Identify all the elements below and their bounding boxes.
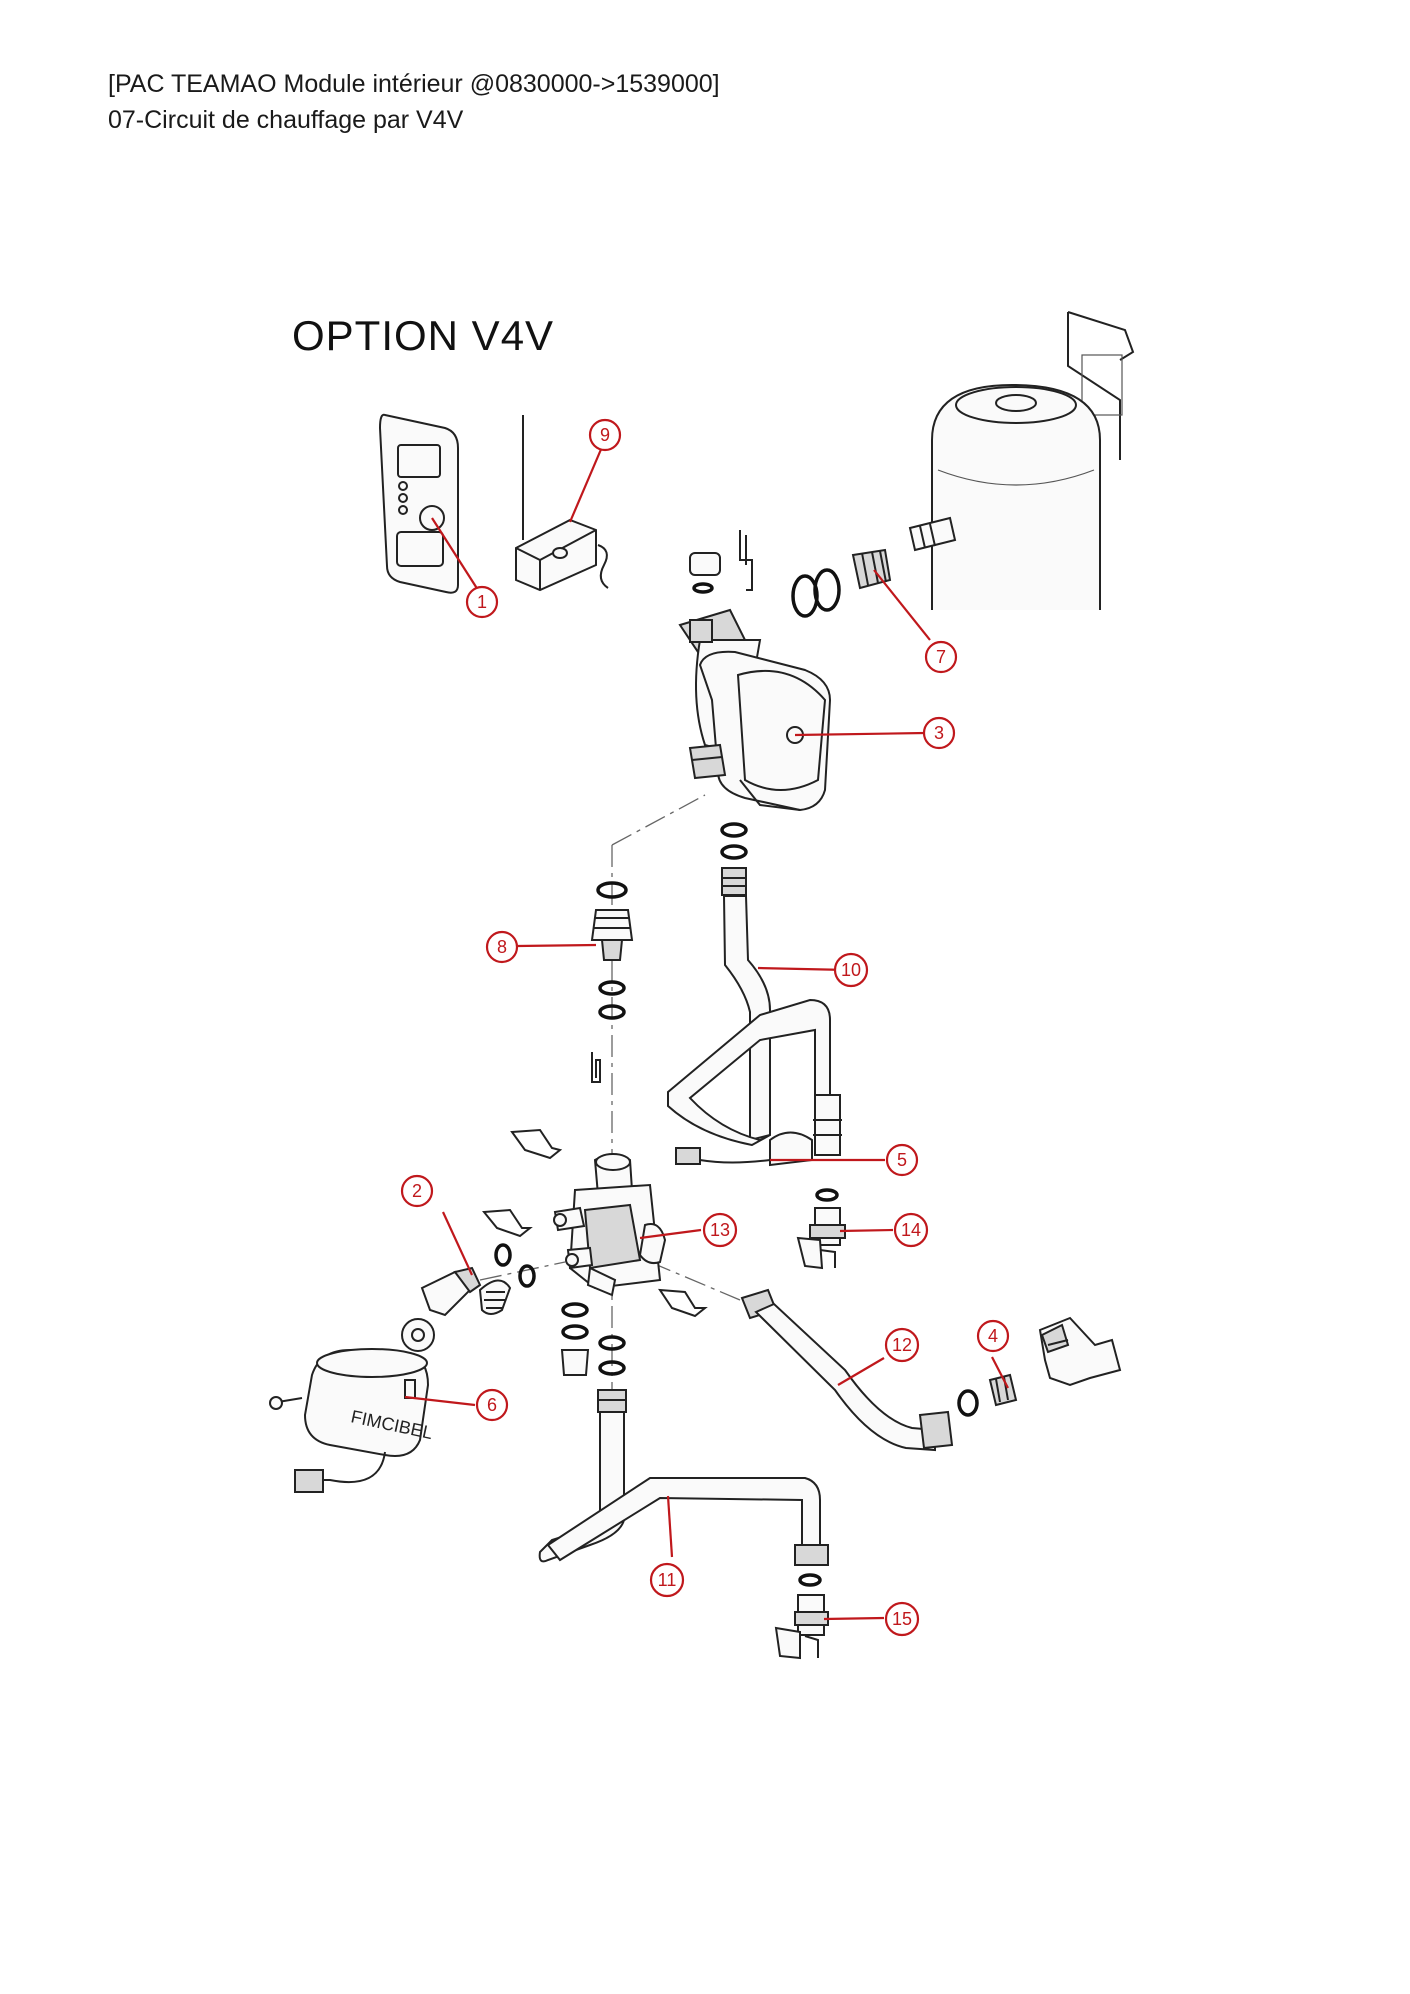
callout-label: 15 [892,1609,912,1629]
callout-label: 9 [600,425,610,445]
pump-top-fittings [689,516,957,618]
callout-2: 2 [400,1174,434,1208]
callout-leaders [404,446,1009,1621]
drain-valve-14 [796,1188,846,1270]
callout-11: 11 [649,1562,685,1598]
room-thermostat [378,413,459,594]
callout-label: 14 [901,1220,921,1240]
callout-14: 14 [893,1212,929,1248]
document-header-subtitle: 07-Circuit de chauffage par V4V [108,106,464,134]
callout-label: 8 [497,937,507,957]
callout-label: 10 [841,960,861,980]
callout-label: 13 [710,1220,730,1240]
callout-label: 11 [658,1570,677,1590]
option-label: OPTION V4V [292,312,555,359]
drain-valve-15 [774,1573,829,1660]
circulator-pump [678,608,832,812]
temperature-sensor [675,1131,813,1167]
pipe-11 [538,1389,829,1566]
callout-label: 6 [487,1395,497,1415]
radio-receiver [515,415,609,592]
tee-fitting [1038,1316,1122,1387]
connector-8 [590,881,634,1020]
callout-6: 6 [475,1388,509,1422]
callout-4: 4 [976,1319,1010,1353]
callout-5: 5 [885,1143,919,1177]
hot-water-tank [931,311,1135,610]
callout-8: 8 [485,930,519,964]
valve-motor: FIMCIBEL [269,1348,435,1493]
valve-actuator-insert [401,1243,536,1352]
callout-label: 7 [936,647,946,667]
callout-1: 1 [465,585,499,619]
callout-15: 15 [884,1601,920,1637]
callout-7: 7 [924,640,958,674]
callout-13: 13 [702,1212,738,1248]
callout-label: 1 [477,592,487,612]
callout-9: 9 [588,418,622,452]
callout-label: 3 [934,723,944,743]
callout-label: 5 [897,1150,907,1170]
callout-12: 12 [884,1327,920,1363]
callout-label: 2 [412,1181,422,1201]
callout-label: 12 [892,1335,912,1355]
callout-10: 10 [833,952,869,988]
four-way-valve-body [553,1153,667,1297]
pipe-10 [667,822,842,1156]
retaining-clips [482,1052,708,1318]
document-header-title: [PAC TEAMAO Module intérieur @0830000->1… [108,70,720,98]
callout-3: 3 [922,716,956,750]
lower-fittings [560,1302,626,1376]
pipe-12 [740,1288,1018,1452]
callout-label: 4 [988,1326,998,1346]
